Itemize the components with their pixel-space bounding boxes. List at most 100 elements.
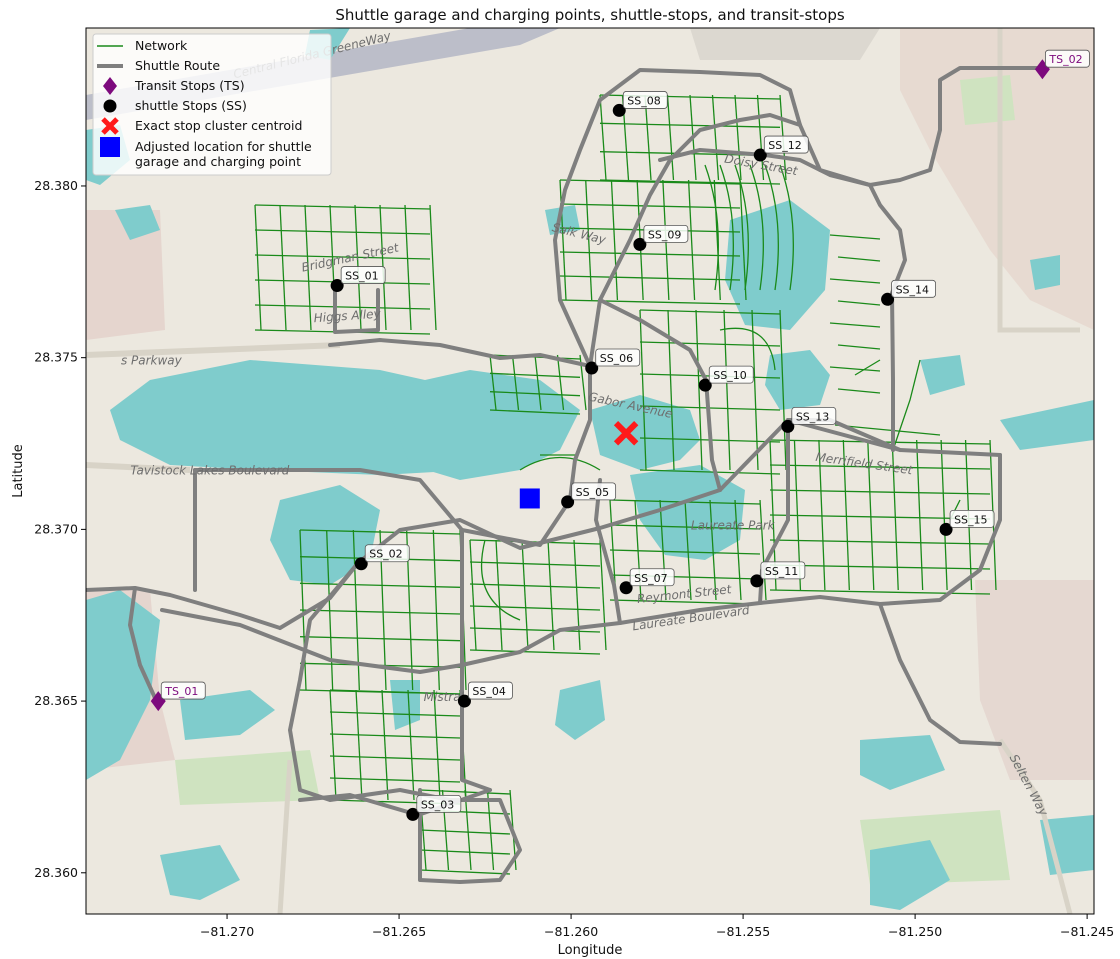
network-north-street xyxy=(666,94,675,181)
chart-title: Shuttle garage and charging points, shut… xyxy=(335,6,845,24)
background-road-4 xyxy=(86,462,191,473)
network-south-central-street xyxy=(469,627,601,633)
network-south-central-street xyxy=(469,561,601,567)
shuttle-stop-label-box xyxy=(364,544,410,563)
shuttle-stop-label: SS_07 xyxy=(634,572,667,585)
network-mistral-street xyxy=(329,711,461,717)
markers-layer: SS_01SS_02SS_03SS_04SS_05SS_06SS_07SS_08… xyxy=(150,49,1090,821)
legend-box xyxy=(92,33,332,176)
legend-stop-swatch xyxy=(103,99,117,113)
background-road-5 xyxy=(86,342,341,358)
shuttle-stop-marker xyxy=(561,495,575,509)
shuttle-stop-marker xyxy=(585,361,599,375)
network-east-street xyxy=(769,464,991,470)
shuttle-stop-label: SS_05 xyxy=(576,486,609,499)
route-ss06-connector xyxy=(328,338,592,368)
network-north-mid-street xyxy=(559,179,741,185)
network-mistral-street xyxy=(329,777,461,783)
park-3 xyxy=(960,75,1015,125)
network-sw-street xyxy=(299,609,461,615)
x-tick-label: −81.270 xyxy=(200,924,254,939)
network-nw-street xyxy=(254,204,262,331)
network-cul-de-sac-street xyxy=(829,366,881,372)
network-curve-street xyxy=(834,424,941,436)
network-north-street xyxy=(734,94,742,181)
shuttle-stop-label-box xyxy=(708,365,754,384)
network-east-street xyxy=(867,439,875,591)
street-label: Higgs Alley xyxy=(313,307,382,326)
network-cul-de-sac-street xyxy=(837,300,881,306)
network-mistral-street xyxy=(329,755,461,761)
shuttle-stop-label: SS_09 xyxy=(648,228,681,241)
route-ss11-connector xyxy=(758,418,790,605)
network-east-street xyxy=(916,439,924,591)
shuttle-stop-label: SS_06 xyxy=(600,352,633,365)
shuttle-stop-marker xyxy=(633,237,647,251)
shuttle-stop-label: SS_10 xyxy=(713,369,746,382)
network-cul-de-sac-street xyxy=(837,344,881,350)
network-north-street xyxy=(599,122,781,128)
shuttle-stop-marker xyxy=(354,557,368,571)
shuttle-stop-marker xyxy=(753,148,767,162)
shuttle-stop-label: SS_11 xyxy=(765,565,798,578)
network-ss06-street xyxy=(556,354,565,411)
shuttle-stop-label: SS_02 xyxy=(369,548,402,561)
background-road-3 xyxy=(277,759,293,914)
x-tick-label: −81.260 xyxy=(544,924,598,939)
y-tick-label: 28.370 xyxy=(34,521,78,536)
legend-label: Shuttle Route xyxy=(135,58,220,73)
shuttle-stop-label-box xyxy=(643,224,689,243)
network-north-street xyxy=(711,94,720,181)
network-curve-street xyxy=(854,359,881,376)
network-nw-street xyxy=(254,304,431,310)
network-north-street xyxy=(644,94,652,181)
network-nw-street xyxy=(304,204,312,331)
shuttle-stop-label: SS_03 xyxy=(421,798,454,811)
network-nw-street xyxy=(279,204,287,331)
route-central-spine xyxy=(460,113,802,547)
route-south-sector xyxy=(288,561,522,884)
lake-9 xyxy=(765,350,830,410)
network-nw-street xyxy=(254,254,431,260)
network-laureate-park-street xyxy=(609,524,761,530)
route-ss12-branch xyxy=(658,148,872,187)
legend-label-line2: garage and charging point xyxy=(135,154,301,169)
shuttle-stop-label-box xyxy=(340,266,386,284)
shuttle-stop-marker xyxy=(750,574,764,588)
lake-14 xyxy=(860,735,945,790)
shuttle-stop-label: SS_12 xyxy=(768,139,801,152)
lake-2 xyxy=(115,205,160,240)
network-laureate-park-street xyxy=(609,549,761,555)
y-tick-label: 28.375 xyxy=(34,350,78,365)
network-sw-street xyxy=(326,529,334,691)
network-north-mid-street xyxy=(610,179,619,301)
network-cul-de-sac-street xyxy=(837,388,881,394)
y-tick-label: 28.365 xyxy=(34,693,78,708)
network-mistral-street xyxy=(381,689,389,801)
shuttle-stop-marker xyxy=(457,694,471,708)
shuttle-stop-marker xyxy=(619,581,633,595)
network-sw-street xyxy=(299,582,461,588)
network-ss06-street xyxy=(489,391,581,397)
network-east-street xyxy=(769,489,991,495)
shuttle-stop-label-box xyxy=(791,406,837,425)
network-east-street xyxy=(940,439,948,591)
garage-marker xyxy=(519,488,540,509)
shuttle-stop-label: SS_15 xyxy=(954,513,987,526)
shuttle-stop-label-box xyxy=(571,482,617,501)
route-ss01-loop xyxy=(333,281,380,334)
lake-21 xyxy=(1030,255,1060,290)
route-tavistock xyxy=(193,468,464,702)
network-cul-de-sac-street xyxy=(829,322,881,328)
network-south-central-street xyxy=(495,539,503,651)
network-south-tip-street xyxy=(464,789,472,871)
network-ss06-street xyxy=(489,409,581,415)
legend-centroid-swatch xyxy=(101,117,119,135)
network-north-mid-street xyxy=(687,179,696,301)
network-curve-street xyxy=(481,539,521,621)
transit-stop-label-box xyxy=(160,681,206,700)
lake-6 xyxy=(270,485,380,585)
